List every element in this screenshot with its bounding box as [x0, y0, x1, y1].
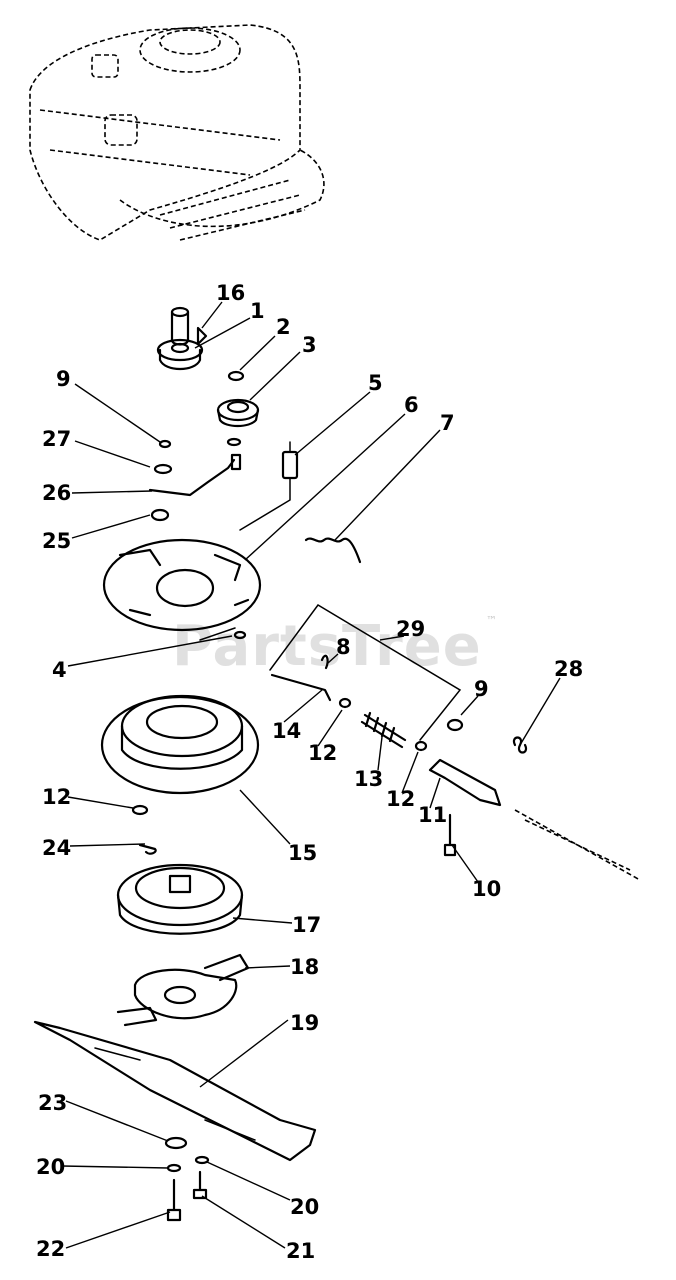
callout-3: 3: [302, 333, 317, 357]
callout-5: 5: [368, 371, 383, 395]
callout-25: 25: [42, 529, 71, 553]
callout-21: 21: [286, 1239, 315, 1263]
leader-lines: [61, 301, 561, 1249]
blade-19: [33, 1020, 317, 1162]
callout-6: 6: [404, 393, 419, 417]
nut-9b: [446, 718, 464, 732]
idler-pulley-3: [216, 398, 260, 428]
callout-9: 9: [56, 367, 71, 391]
adapter-18: [116, 953, 250, 1027]
callout-20b: 20: [290, 1195, 319, 1219]
callout-13: 13: [354, 767, 383, 791]
cable-5: [239, 441, 299, 531]
pulley-17: [116, 863, 244, 935]
callout-19: 19: [290, 1011, 319, 1035]
washer-12a: [338, 697, 352, 709]
callout-9b: 9: [474, 677, 489, 701]
callout-10: 10: [472, 877, 501, 901]
washer-20a: [166, 1163, 182, 1173]
key-24: [138, 843, 157, 855]
callout-labels: 16 1 2 3 9 27 26 25 5 6 7 4 8 29 14 12 1…: [36, 281, 583, 1263]
nut-25: [150, 508, 170, 522]
callout-18: 18: [290, 955, 319, 979]
plate-4: [102, 538, 262, 641]
callout-14: 14: [272, 719, 301, 743]
watermark-trademark: ™: [486, 614, 497, 627]
spring-7: [304, 537, 362, 564]
callout-12c: 12: [42, 785, 71, 809]
bracket-26: [148, 458, 236, 497]
callout-2: 2: [276, 315, 291, 339]
callout-8: 8: [336, 635, 351, 659]
callout-12b: 12: [386, 787, 415, 811]
bolt-21: [192, 1170, 208, 1200]
bracket-11: [428, 758, 502, 807]
watermark: PartsTree: [172, 614, 482, 679]
callout-22: 22: [36, 1237, 65, 1261]
callout-28: 28: [554, 657, 583, 681]
callout-16: 16: [216, 281, 245, 305]
callout-27: 27: [42, 427, 71, 451]
pin-8: [320, 654, 329, 670]
bolt-22: [166, 1178, 182, 1222]
callout-23: 23: [38, 1091, 67, 1115]
engine-outline: [29, 24, 325, 241]
nut-2: [227, 370, 245, 382]
washer-12c: [131, 804, 149, 816]
callout-24: 24: [42, 836, 71, 860]
callout-11: 11: [418, 803, 447, 827]
callout-12a: 12: [308, 741, 337, 765]
callout-15: 15: [288, 841, 317, 865]
washer-27: [153, 463, 173, 475]
washer-12b: [414, 740, 428, 752]
nut-9: [158, 439, 172, 449]
callout-1: 1: [250, 299, 265, 323]
blade-slots: [94, 1047, 256, 1141]
callout-26: 26: [42, 481, 71, 505]
washer-20b: [194, 1155, 210, 1165]
washer-3b: [226, 437, 242, 447]
bracket-stud: [230, 453, 242, 471]
callout-7: 7: [440, 411, 455, 435]
link-29: [269, 604, 462, 741]
bolt-10: [443, 813, 457, 857]
callout-20a: 20: [36, 1155, 65, 1179]
cable-phantom: [514, 809, 641, 881]
pulley-1: [156, 338, 204, 371]
washer-23: [164, 1136, 188, 1150]
callout-17: 17: [292, 913, 321, 937]
callout-29: 29: [396, 617, 425, 641]
spring-13: [360, 711, 407, 749]
drum-15: [100, 694, 260, 795]
callout-4: 4: [52, 658, 67, 682]
